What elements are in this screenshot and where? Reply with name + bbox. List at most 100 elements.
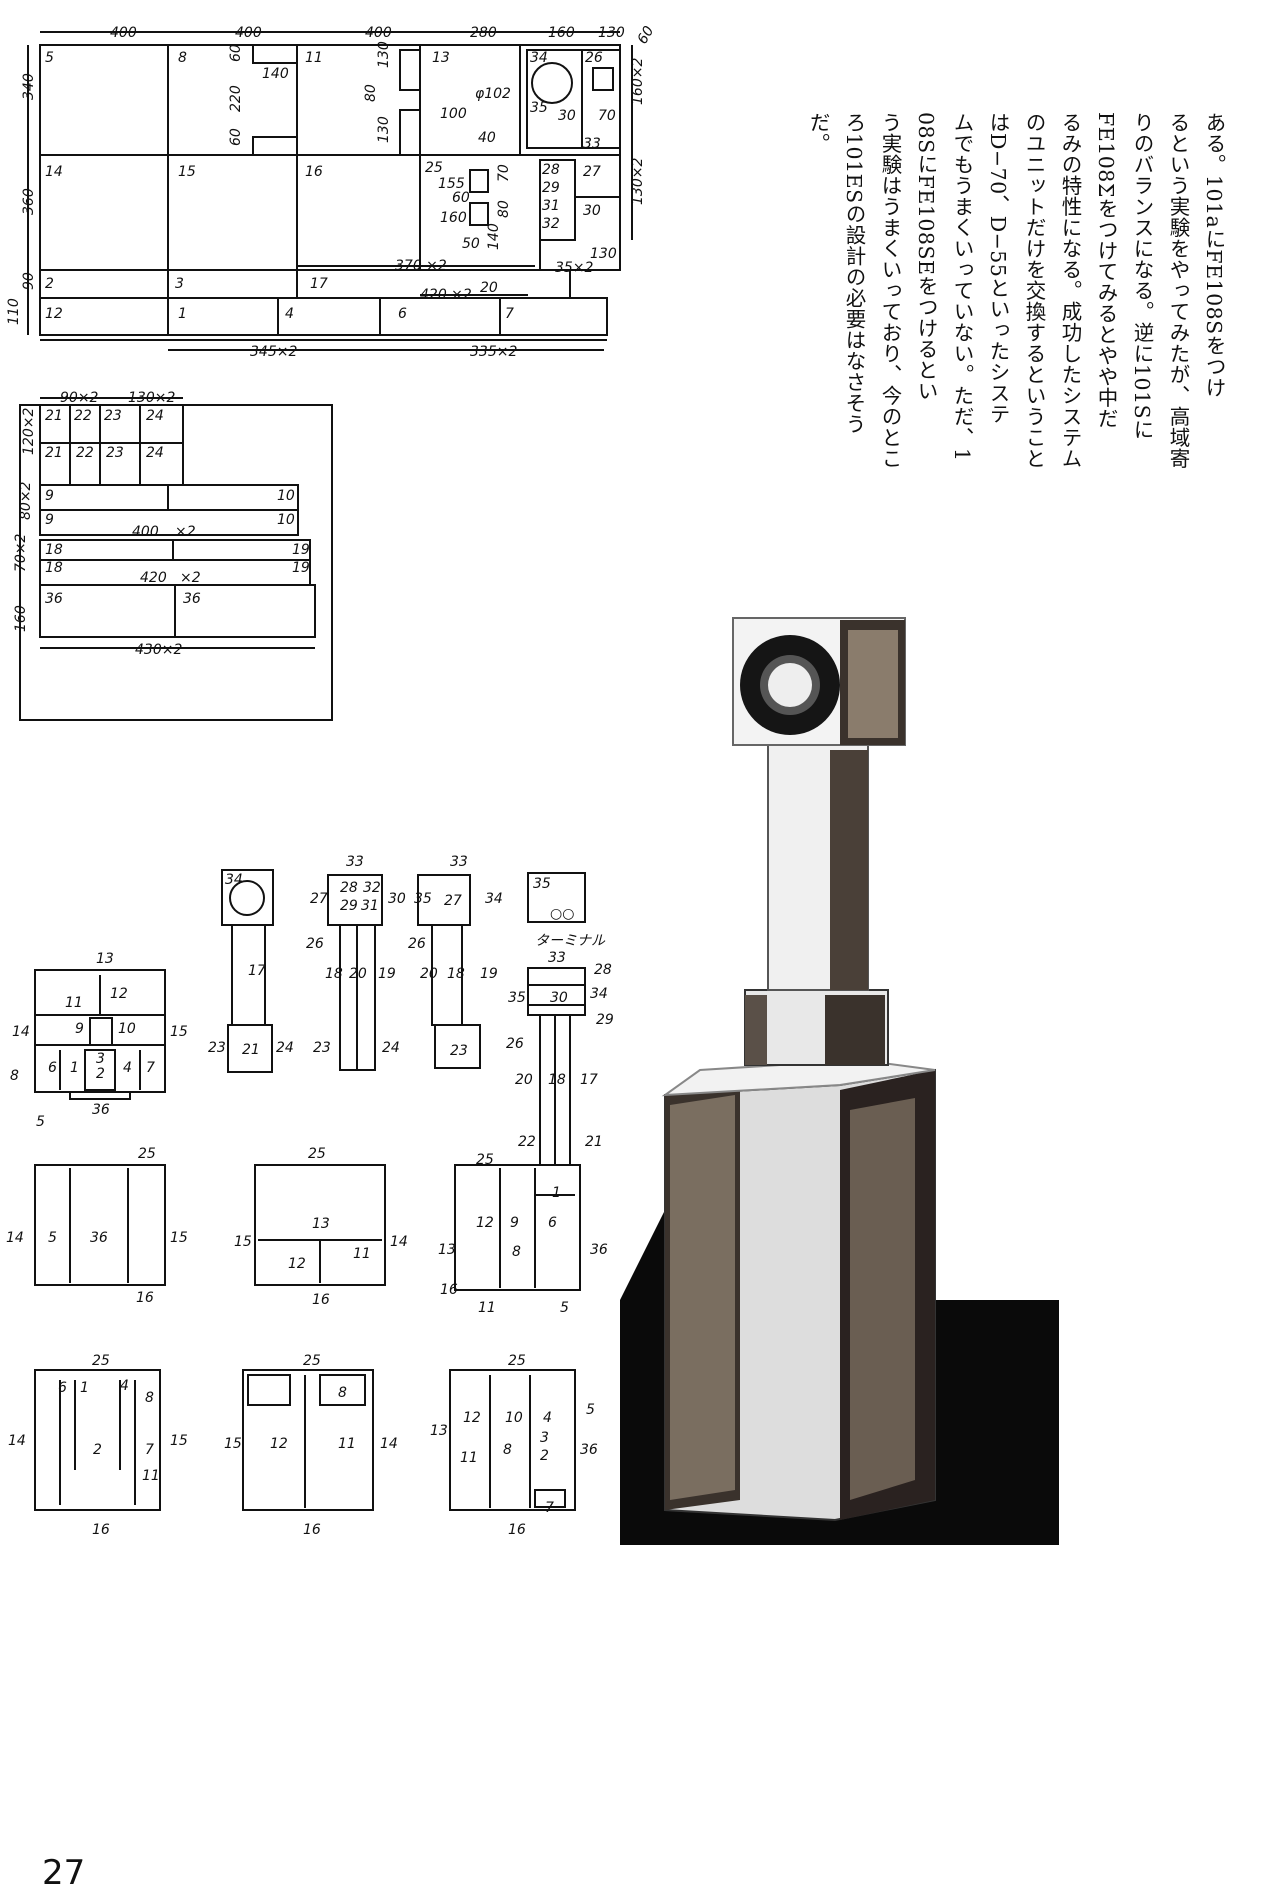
assembly-views-label: 13 — [438, 1242, 456, 1258]
assembly-views-label: 25 — [508, 1353, 526, 1369]
cutting-plan-sub-label: 24 — [146, 408, 164, 424]
cutting-plan-main-label: 360 — [21, 188, 37, 215]
cutting-plan-sub-label: 430×2 — [135, 642, 182, 658]
cutting-plan-main-label: 70 — [496, 164, 512, 182]
cutting-plan-sub-label: 130×2 — [128, 390, 175, 406]
assembly-views-label: 13 — [96, 951, 114, 967]
assembly-views-label: 3 — [96, 1051, 105, 1067]
cutting-plan-main-label: 80 — [496, 200, 512, 218]
assembly-views-label: 32 — [363, 880, 381, 896]
assembly-views-label: 16 — [508, 1522, 526, 1538]
assembly-views-label: 8 — [338, 1385, 347, 1401]
assembly-views-label: 22 — [518, 1134, 536, 1150]
cutting-plan-main-label: 5 — [45, 50, 54, 66]
cutting-plan-main-label: 90 — [21, 272, 37, 290]
assembly-views-label: 16 — [303, 1522, 321, 1538]
assembly-views-label: 33 — [450, 854, 468, 870]
article-line: のユニットだけを交換するということ — [1022, 112, 1046, 469]
cutting-plan-sub-label: 160 — [13, 605, 29, 632]
assembly-views-label: 34 — [590, 986, 608, 1002]
assembly-views-label: 7 — [545, 1500, 554, 1516]
cutting-plan-sub-label: 80×2 — [18, 481, 34, 520]
cutting-plan-sub-label: 10 — [277, 512, 295, 528]
assembly-views-label: 25 — [138, 1146, 156, 1162]
assembly-views-label: 19 — [480, 966, 498, 982]
assembly-views-label: 2 — [93, 1442, 102, 1458]
cutting-plan-main-label: 17 — [310, 276, 328, 292]
cutting-plan-main-label: 32 — [542, 216, 560, 232]
cutting-plan-main-label: 345×2 — [250, 344, 297, 360]
assembly-views-label: 30 — [550, 990, 568, 1006]
cutting-plan-main-label: 130 — [590, 246, 617, 262]
assembly-views-label: 26 — [506, 1036, 524, 1052]
cutting-plan-main-label: 110 — [6, 298, 22, 325]
cutting-plan-main-label: 40 — [478, 130, 496, 146]
assembly-views-label: 29 — [596, 1012, 614, 1028]
cutting-plan-sub-label: 9 — [45, 512, 54, 528]
assembly-views-label: 27 — [444, 893, 462, 909]
assembly-views-label: 21 — [585, 1134, 603, 1150]
assembly-views-label: 11 — [65, 995, 83, 1011]
cutting-plan-main-label: 400 — [235, 25, 262, 41]
cutting-plan-main-label: φ102 — [475, 86, 511, 102]
assembly-views-label: 12 — [270, 1436, 288, 1452]
assembly-views-label: 4 — [120, 1378, 129, 1394]
cutting-plan-sub-label: 90×2 — [60, 390, 99, 406]
assembly-views-label: 28 — [340, 880, 358, 896]
cutting-plan-main-label: 4 — [285, 306, 294, 322]
assembly-views-label: 20 — [420, 966, 438, 982]
cutting-plan-sub-label: 22 — [76, 445, 94, 461]
cutting-plan-sub-label: 36 — [183, 591, 201, 607]
assembly-views-label: ○○ — [550, 906, 574, 922]
assembly-views-label: 7 — [145, 1442, 154, 1458]
assembly-views-label: 16 — [92, 1522, 110, 1538]
assembly-views-label: 13 — [312, 1216, 330, 1232]
cutting-plan-main-label: 420 ×2 — [420, 287, 472, 303]
cutting-plan-main — [27, 31, 633, 351]
assembly-views-label: 5 — [48, 1230, 57, 1246]
assembly-views-label: 3 — [540, 1430, 549, 1446]
assembly-views-label: 36 — [590, 1242, 608, 1258]
article-line: ムでもうまくいっていない。ただ、1 — [950, 112, 974, 462]
assembly-views-label: 33 — [548, 950, 566, 966]
cutting-plan-sub-label: 18 — [45, 542, 63, 558]
article-line: りのバランスになる。逆に101Sに — [1130, 112, 1154, 441]
cutting-plan-main-label: 80 — [363, 84, 379, 102]
cutting-plan-main-label: 33 — [583, 136, 601, 152]
assembly-views-label: 12 — [110, 986, 128, 1002]
cutting-plan-main-label: 140 — [262, 66, 289, 82]
assembly-views-label: 23 — [313, 1040, 331, 1056]
assembly-views-label: 36 — [92, 1102, 110, 1118]
assembly-views-label: 25 — [303, 1353, 321, 1369]
assembly-views-label: 23 — [450, 1043, 468, 1059]
assembly-views-label: 10 — [505, 1410, 523, 1426]
assembly-views-label: 17 — [248, 963, 266, 979]
assembly-views-label: 6 — [548, 1215, 557, 1231]
assembly-views-label: 20 — [515, 1072, 533, 1088]
cutting-plan-main-label: 400 — [110, 25, 137, 41]
assembly-views-label: 8 — [512, 1244, 521, 1260]
cutting-plan-sub-label: 400 — [132, 524, 159, 540]
assembly-views-label: 8 — [10, 1068, 19, 1084]
assembly-views-label: 5 — [560, 1300, 569, 1316]
assembly-views-label: 8 — [503, 1442, 512, 1458]
assembly-views-label: 8 — [145, 1390, 154, 1406]
assembly-views-label: 15 — [170, 1230, 188, 1246]
page-number: 27 — [42, 1853, 86, 1893]
cutting-plan-main-label: 27 — [583, 164, 601, 180]
assembly-views-label: 5 — [586, 1402, 595, 1418]
assembly-views-label: 21 — [242, 1042, 260, 1058]
assembly-views-label: 12 — [476, 1215, 494, 1231]
assembly-views-label: 14 — [12, 1024, 30, 1040]
article-line: だ。 — [806, 112, 830, 154]
assembly-views-label: ターミナル — [535, 933, 606, 949]
article-line: るみの特性になる。成功したシステム — [1058, 112, 1082, 469]
assembly-views-label: 16 — [312, 1292, 330, 1308]
cutting-plan-main-label: 29 — [542, 180, 560, 196]
assembly-views-label: 6 — [48, 1060, 57, 1076]
cutting-plan-main-label: 280 — [470, 25, 497, 41]
cutting-plan-main-label: 30 — [558, 108, 576, 124]
cutting-plan-main-label: 14 — [45, 164, 63, 180]
cutting-plan-main-label: 130 — [376, 116, 392, 143]
